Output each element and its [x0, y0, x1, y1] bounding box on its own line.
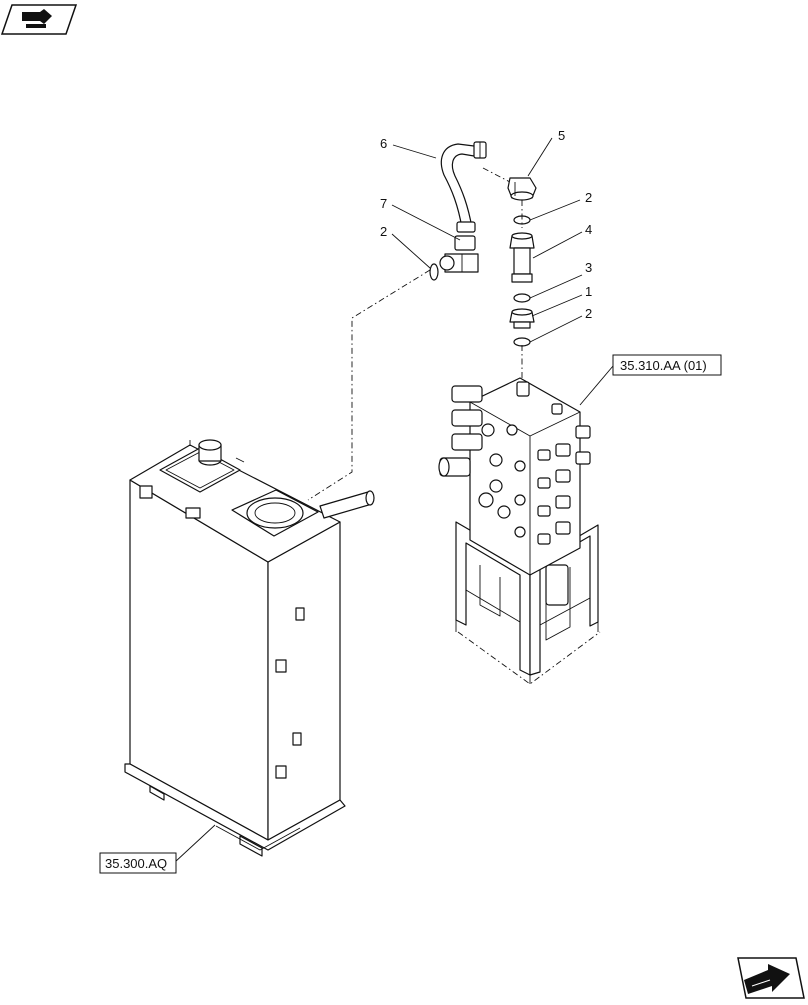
elbow-part-7 [439, 235, 479, 273]
callout-7: 7 [380, 196, 387, 211]
o-ring-part-3 [513, 293, 531, 303]
reference-tank-text: 35.300.AQ [105, 856, 167, 871]
callout-5: 5 [558, 128, 565, 143]
assembly-lines [307, 167, 523, 501]
callout-2-upper: 2 [585, 190, 592, 205]
control-valve [438, 377, 601, 685]
o-ring-part-2-lower [513, 337, 531, 347]
callout-labels: 6 5 7 2 2 4 3 1 2 [380, 128, 592, 321]
callout-2-left: 2 [380, 224, 387, 239]
hose-part-6 [440, 141, 487, 233]
callout-leaders [174, 137, 614, 863]
reference-valve-text: 35.310.AA (01) [620, 358, 707, 373]
o-ring-part-2-left [429, 263, 439, 281]
hydraulic-tank [124, 439, 375, 857]
next-page-arrow-icon[interactable] [737, 957, 805, 999]
fitting-part-5 [507, 177, 537, 201]
callout-2-lower: 2 [585, 306, 592, 321]
book-arrow-icon[interactable] [0, 4, 78, 35]
callout-3: 3 [585, 260, 592, 275]
reference-tank[interactable]: 35.300.AQ [99, 852, 177, 874]
callout-4: 4 [585, 222, 592, 237]
callout-1: 1 [585, 284, 592, 299]
reference-valve[interactable]: 35.310.AA (01) [612, 354, 722, 376]
callout-6: 6 [380, 136, 387, 151]
adapter-part-4 [509, 232, 535, 283]
nipple-part-1 [509, 308, 535, 329]
